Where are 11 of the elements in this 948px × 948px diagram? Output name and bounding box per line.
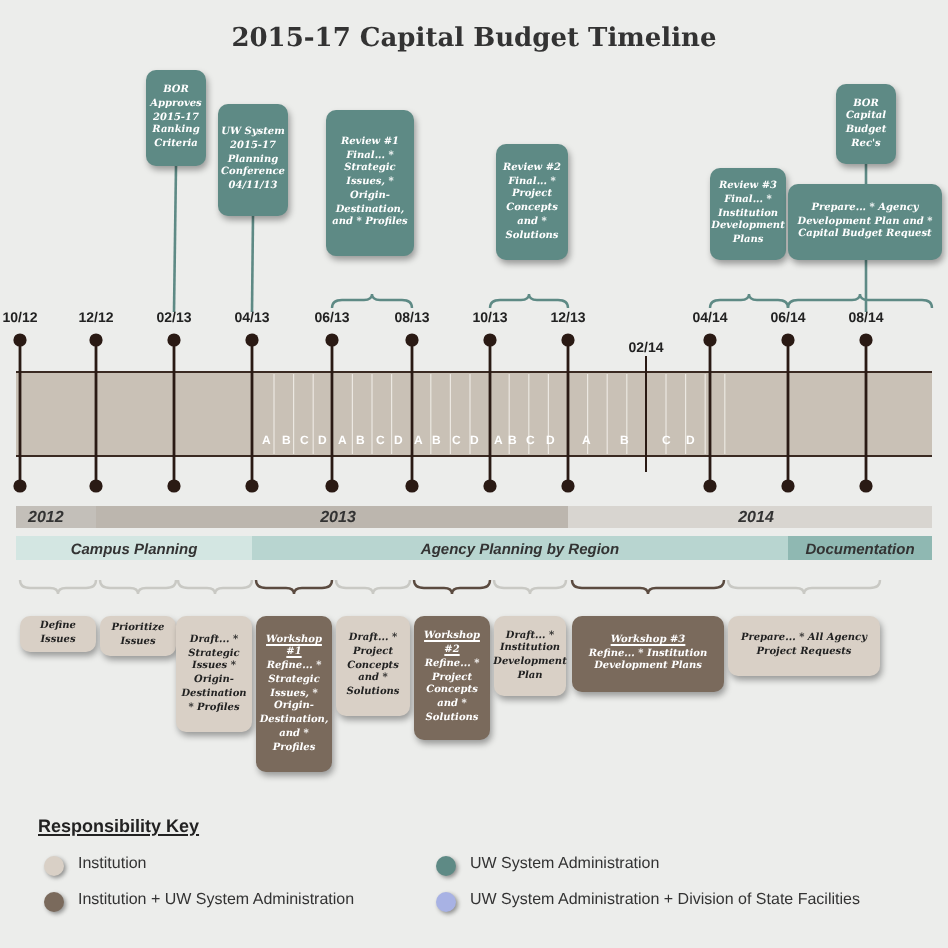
year-band: 2013 <box>96 506 568 528</box>
legend-label: UW System Administration <box>470 854 660 872</box>
leader-line <box>250 216 255 312</box>
legend-label: UW System Administration + Division of State Facilities <box>470 890 860 908</box>
key-heading: Responsibility Key <box>38 816 200 836</box>
year-band: 2012 <box>16 506 96 528</box>
legend-label: Institution <box>78 854 147 872</box>
leader-line <box>172 166 178 312</box>
title: 2015-17 Capital Budget Timeline <box>229 24 719 54</box>
legend-label: Institution + UW System Administration <box>78 890 355 908</box>
year-band: 2014 <box>568 506 932 528</box>
